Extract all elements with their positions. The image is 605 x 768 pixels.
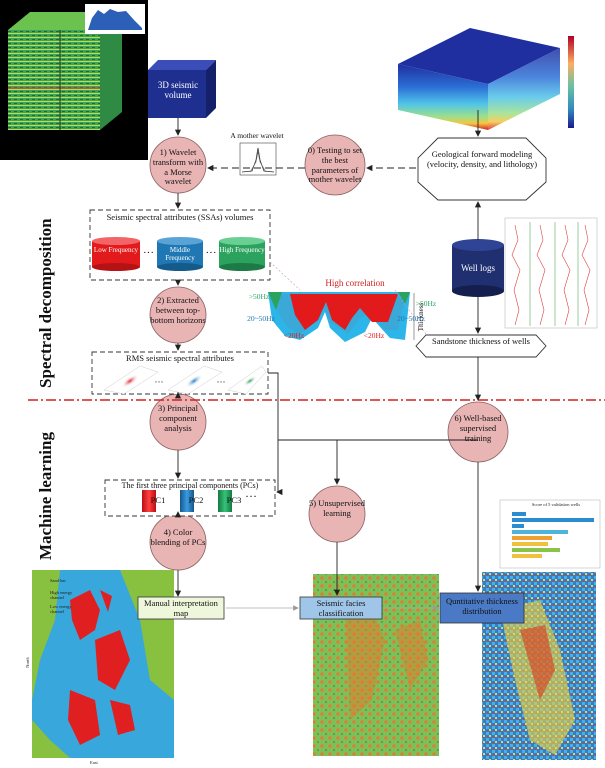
color-blend-label: 4) Color blending of PCs bbox=[150, 527, 206, 547]
well-logs-label: Well logs bbox=[460, 263, 496, 273]
validation-score-chart bbox=[499, 499, 601, 569]
sandstone-label: Sandstone thickness of wells bbox=[432, 336, 530, 346]
legend-low-energy: Low energy channel bbox=[50, 604, 72, 614]
low-frequency-label: Low Frequency bbox=[93, 246, 139, 254]
seismic-cube-image bbox=[0, 0, 148, 160]
well-log-chart-image bbox=[504, 217, 598, 329]
hz-lt20-right: <20Hz bbox=[363, 331, 385, 340]
facies-label: Seismic facies classification bbox=[316, 598, 366, 618]
ellipsis-4: ··· bbox=[216, 377, 226, 387]
hz-2050-right: 20~50Hz bbox=[397, 314, 425, 323]
unsupervised-label: 5) Unsupervised learning bbox=[309, 498, 365, 518]
well-logs-cylinder bbox=[452, 239, 504, 297]
facies-box bbox=[299, 596, 383, 620]
pc3-label: PC3 bbox=[226, 495, 242, 505]
ellipsis-3: ··· bbox=[154, 377, 164, 387]
seismic-facies-map-image bbox=[313, 574, 439, 756]
testing-node bbox=[304, 134, 366, 196]
quant-label: Quntitative thickness distribution bbox=[445, 596, 518, 616]
geo-model-node bbox=[417, 137, 547, 201]
mother-wavelet-plot bbox=[239, 142, 277, 176]
pcs-title: The first three principal components (PC… bbox=[121, 481, 259, 490]
extracted-label: 2) Extracted between top-bottom horizons bbox=[150, 295, 206, 325]
pc2-label: PC2 bbox=[188, 495, 204, 505]
manual-map-label: Manual interpretation map bbox=[144, 598, 218, 618]
map-axis-east: East bbox=[90, 760, 98, 765]
legend-high-energy: High energy channel bbox=[50, 590, 73, 600]
ssa-title: Seismic spectral attributes (SSAs) volum… bbox=[106, 212, 254, 222]
well-supervised-label: 6) Well-based supervised training bbox=[454, 413, 502, 443]
geo-model-label: Geological forward modeling (velocity, d… bbox=[426, 149, 538, 169]
map-axis-north: North bbox=[24, 657, 30, 668]
rms-attribute-slices bbox=[103, 365, 267, 395]
middle-frequency-label: Middle Frequency bbox=[165, 246, 195, 263]
pc1-label: PC1 bbox=[150, 495, 166, 505]
ellipsis-1: ··· bbox=[143, 247, 154, 259]
spectral-side-label: Spectral decomposition bbox=[36, 218, 55, 388]
high-frequency-label: High Frequency bbox=[219, 246, 265, 254]
sandstone-node bbox=[415, 334, 547, 358]
hz-2050-left: 20~50Hz bbox=[247, 314, 275, 323]
middle-frequency-cylinder bbox=[157, 237, 203, 271]
seismic-volume-node bbox=[148, 60, 216, 118]
ellipsis-5: ··· bbox=[245, 489, 257, 503]
pca-label: 3) Principal component analysis bbox=[158, 403, 198, 433]
seismic-volume-label: 3D seismic volume bbox=[157, 80, 199, 101]
pc1-bar bbox=[142, 490, 156, 512]
low-frequency-cylinder bbox=[92, 237, 140, 271]
ml-side-label: Machine learning bbox=[36, 432, 55, 560]
pc3-bar bbox=[218, 490, 232, 512]
validation-chart-title: Score of 5 validation wells bbox=[531, 502, 581, 507]
connectors bbox=[174, 110, 482, 597]
thickness-label: Thickness bbox=[417, 302, 425, 332]
high-frequency-cylinder bbox=[219, 237, 265, 271]
hz-gt50-right: >50Hz bbox=[415, 299, 437, 308]
ellipsis-2: ··· bbox=[205, 247, 217, 259]
geological-model-image bbox=[398, 28, 574, 130]
testing-label: 0) Testing to set the best parameters of… bbox=[307, 145, 363, 185]
legend-sand-bar: Sand bar bbox=[50, 578, 66, 583]
manual-map-box bbox=[137, 596, 225, 620]
ssa-to-section-link bbox=[269, 261, 301, 291]
frequency-cross-section bbox=[268, 292, 415, 342]
hz-gt50-left: >50Hz bbox=[248, 292, 270, 301]
wavelet-transform-label: 1) Wavelet transform with a Morse wavele… bbox=[152, 147, 204, 187]
mother-wavelet-label: A mother wavelet bbox=[230, 131, 284, 140]
pc2-bar bbox=[180, 490, 194, 512]
hz-lt20-left: <20Hz bbox=[283, 331, 305, 340]
high-correlation-label: High correlation bbox=[325, 278, 385, 288]
quant-box bbox=[439, 592, 525, 624]
rms-title: RMS seismic spectral attributes bbox=[126, 353, 234, 363]
